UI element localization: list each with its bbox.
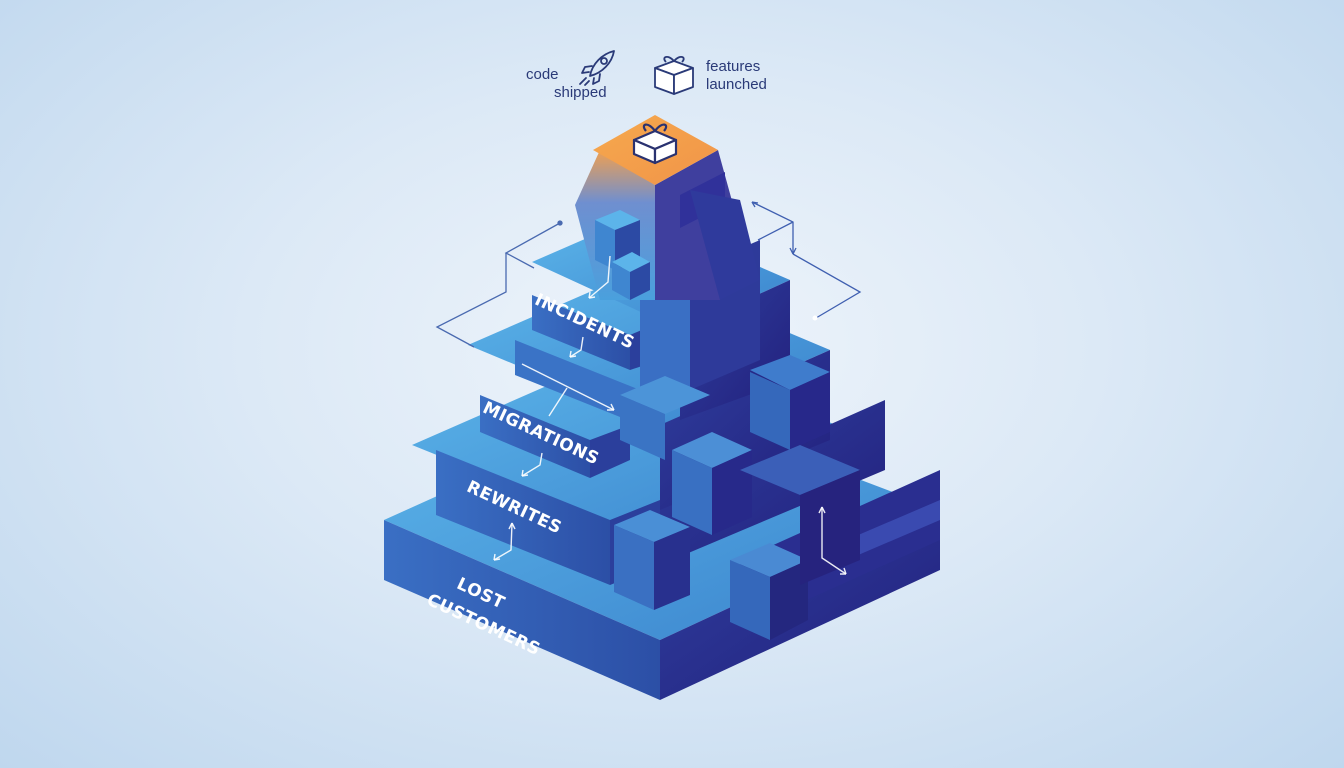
gift-box-icon <box>632 123 678 165</box>
arrow-indicators <box>493 255 847 575</box>
rocket-icon <box>579 50 615 86</box>
legend: code shipped features launched <box>520 48 820 108</box>
legend-label-line2: shipped <box>554 84 607 101</box>
gift-box-icon <box>654 56 694 95</box>
connector-lines-left <box>435 220 563 348</box>
legend-item-code-shipped: code shipped <box>526 66 607 102</box>
pyramid-peak <box>575 115 760 300</box>
legend-label-line1: features <box>706 58 761 75</box>
legend-item-features-launched: features launched <box>706 58 767 94</box>
legend-label-line2: launched <box>706 76 767 93</box>
connector-lines-right <box>751 201 862 321</box>
interior-cubes <box>614 240 860 640</box>
legend-label-line1: code <box>526 66 559 83</box>
